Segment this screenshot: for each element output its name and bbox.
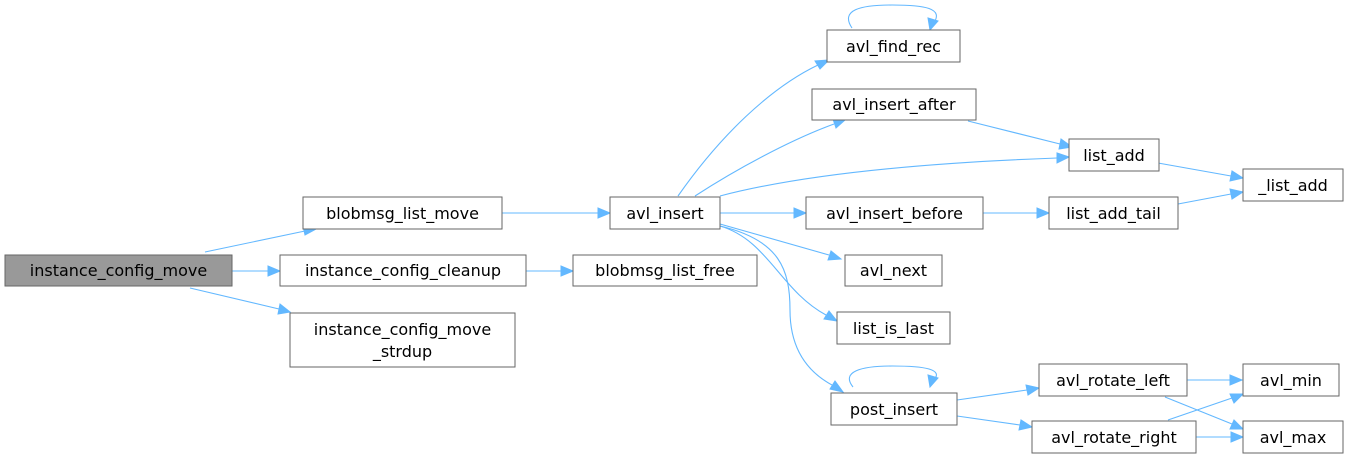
node-avl-rotate-right[interactable]: avl_rotate_right (1031, 420, 1197, 454)
edge-avl_insert-avl_next (719, 223, 830, 256)
edges (189, 4, 1233, 438)
edge-avl_rotate_right-avl_min (1167, 397, 1233, 421)
node-avl-insert[interactable]: avl_insert (609, 196, 721, 230)
arrowhead (1229, 188, 1245, 200)
node-label: avl_min (1260, 371, 1322, 391)
arrowhead (927, 17, 939, 32)
node-blobmsg-list-move[interactable]: blobmsg_list_move (302, 196, 503, 230)
node-label: instance_config_cleanup (305, 261, 501, 281)
arrowhead (1229, 374, 1244, 386)
arrowhead (1229, 170, 1245, 182)
node-blobmsg-list-free[interactable]: blobmsg_list_free (572, 254, 758, 287)
node-label: avl_rotate_right (1051, 428, 1177, 448)
node-instance-config-cleanup[interactable]: instance_config_cleanup (279, 254, 527, 287)
node-label: avl_next (860, 261, 927, 281)
arrowhead (927, 374, 939, 389)
arrowhead (1036, 207, 1051, 219)
node-label-line-2: _strdup (372, 342, 432, 362)
node-post-insert[interactable]: post_insert (830, 392, 958, 426)
edge-avl_insert-avl_insert_after (694, 123, 835, 197)
arrowhead (814, 59, 831, 70)
node-list-is-last[interactable]: list_is_last (836, 311, 951, 345)
arrowhead (267, 265, 282, 277)
node-label: post_insert (850, 400, 938, 420)
arrowhead (827, 250, 843, 261)
edge-post_insert-avl_rotate_right (956, 415, 1021, 426)
node-label-line-1: instance_config_move (314, 320, 491, 340)
edge-post_insert-post_insert (848, 365, 937, 388)
node-label: list_add_tail (1066, 204, 1161, 224)
node-list-add[interactable]: list_add (1068, 138, 1160, 172)
node-avl-insert-before[interactable]: avl_insert_before (805, 196, 984, 230)
node-label: avl_max (1260, 428, 1327, 448)
edge-avl_find_rec-avl_find_rec (847, 4, 937, 29)
edge-list_add-_list_add (1157, 162, 1232, 177)
edge-instance_config_move-instance_config_move_strdup (189, 287, 280, 310)
node-instance-config-move[interactable]: instance_config_move (4, 254, 233, 287)
edge-avl_insert_after-list_add (967, 120, 1061, 145)
arrowhead (277, 303, 292, 315)
node-_list-add[interactable]: _list_add (1242, 168, 1344, 202)
arrowhead (1018, 419, 1034, 431)
node-label: list_add (1083, 146, 1145, 166)
node-instance-config-move-strdup[interactable]: instance_config_move _strdup (289, 312, 516, 368)
edge-post_insert-avl_rotate_left (956, 389, 1028, 401)
node-label: avl_rotate_left (1056, 371, 1170, 391)
edge-avl_insert-avl_find_rec (677, 64, 819, 197)
node-avl-min[interactable]: avl_min (1242, 363, 1340, 397)
edge-avl_insert-post_insert (719, 225, 833, 386)
arrowhead (597, 207, 612, 219)
node-label: avl_find_rec (846, 37, 941, 57)
node-avl-find-rec[interactable]: avl_find_rec (826, 29, 961, 63)
arrowhead (1229, 419, 1245, 430)
node-label: blobmsg_list_move (326, 204, 479, 224)
arrowhead (560, 265, 575, 277)
edge-avl_insert-list_add (719, 157, 1058, 197)
edge-list_add_tail-_list_add (1177, 193, 1232, 205)
node-avl-max[interactable]: avl_max (1242, 420, 1344, 454)
node-avl-next[interactable]: avl_next (844, 254, 943, 287)
node-label: list_is_last (853, 319, 934, 339)
arrowhead (793, 207, 808, 219)
edge-instance_config_move-blobmsg_list_move (204, 230, 306, 253)
node-list-add-tail[interactable]: list_add_tail (1048, 196, 1179, 230)
node-label: blobmsg_list_free (595, 261, 735, 281)
node-label: avl_insert (626, 204, 703, 224)
arrowhead (1229, 393, 1245, 404)
node-avl-insert-after[interactable]: avl_insert_after (811, 88, 977, 121)
edge-avl_insert-list_is_last (719, 225, 827, 316)
node-label: _list_add (1257, 176, 1328, 196)
arrowhead (1056, 152, 1071, 164)
arrowhead (829, 380, 845, 393)
arrowhead (823, 310, 839, 322)
node-label: avl_insert_before (826, 204, 963, 224)
node-label: avl_insert_after (832, 95, 956, 115)
arrowhead (1025, 384, 1041, 396)
node-avl-rotate-left[interactable]: avl_rotate_left (1038, 363, 1188, 397)
edge-avl_rotate_left-avl_max (1164, 396, 1233, 425)
arrowhead (1230, 431, 1245, 443)
node-label: instance_config_move (30, 261, 207, 281)
